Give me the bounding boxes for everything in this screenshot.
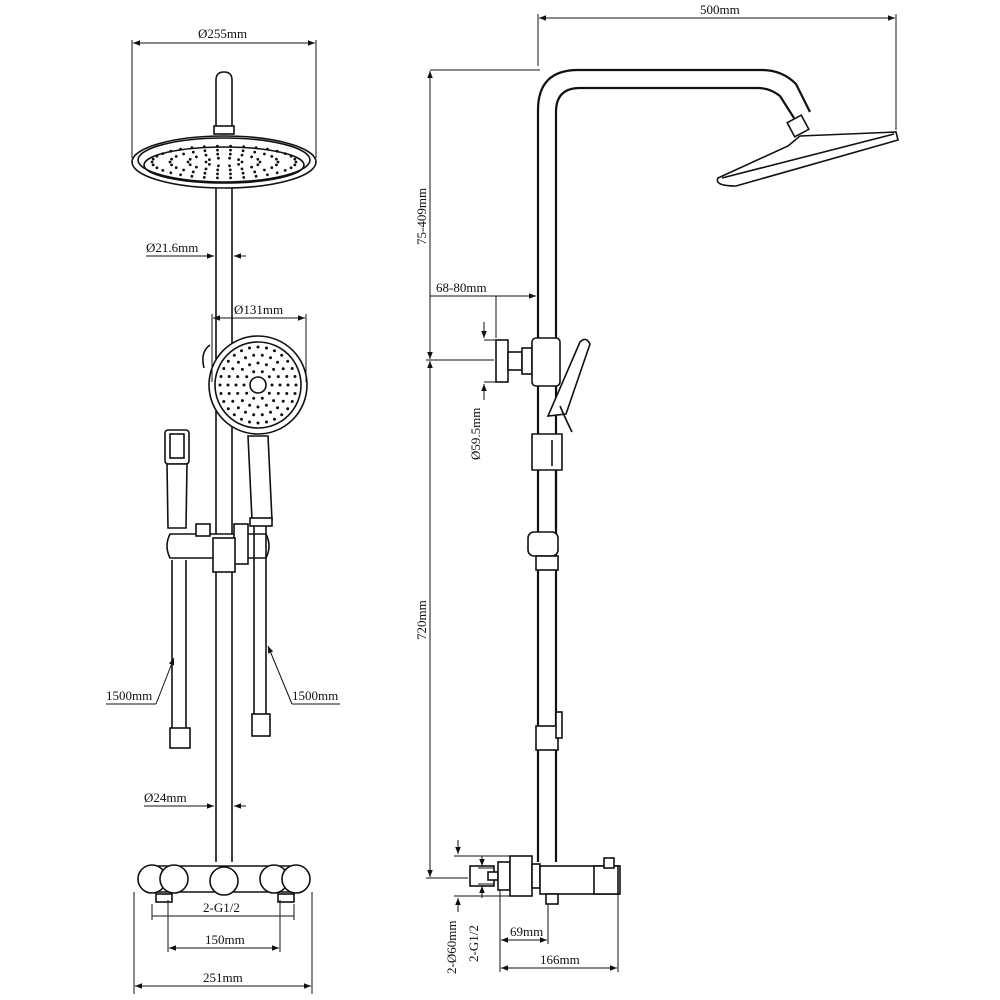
dim-arm-length: 500mm: [700, 2, 740, 17]
dim-pipe-diameter: Ø21.6mm: [146, 240, 198, 255]
dim-hand-shower-diameter: Ø131mm: [234, 302, 283, 317]
side-view: 500mm 75-409mm 68-80mm Ø59.5mm 720mm: [414, 2, 899, 974]
dim-lower-pipe-diameter: Ø24mm: [144, 790, 187, 805]
side-riser-and-arm: [536, 68, 811, 862]
rain-head-nozzles: [150, 144, 298, 180]
dim-hose-right: 1500mm: [292, 688, 338, 703]
hand-shower-nozzles: [218, 345, 298, 425]
front-riser-pipe: [215, 188, 233, 862]
side-rain-head: [716, 131, 899, 187]
front-top-pipe: [213, 71, 235, 135]
rain-shower-head: [131, 135, 317, 189]
front-hoses: [169, 526, 271, 749]
dim-bracket-diameter: Ø59.5mm: [468, 408, 483, 460]
front-thermostatic-valve: [137, 864, 311, 903]
dim-inlet-depth: 69mm: [510, 924, 543, 939]
dim-side-inlet-thread: 2-G1/2: [466, 925, 481, 962]
side-lower-clamp: [535, 711, 563, 751]
dim-height-adjust: 75-409mm: [414, 188, 429, 245]
dim-inlet-flange: 2-Ø60mm: [444, 921, 459, 974]
front-dimensions: Ø255mm Ø21.6mm Ø131mm 1500mm 1500mm Ø24m…: [106, 26, 340, 994]
side-dimensions: 500mm 75-409mm 68-80mm Ø59.5mm 720mm: [414, 2, 897, 974]
front-slide-bracket: [166, 523, 270, 573]
dim-riser-height: 720mm: [414, 600, 429, 640]
dim-head-diameter: Ø255mm: [198, 26, 247, 41]
dim-inlet-spacing: 150mm: [205, 932, 245, 947]
dim-hose-left: 1500mm: [106, 688, 152, 703]
dim-bracket-offset: 68-80mm: [436, 280, 487, 295]
dim-overall-width: 251mm: [203, 970, 243, 985]
bidet-sprayer: [164, 429, 190, 529]
dim-inlet-thread: 2-G1/2: [203, 900, 240, 915]
side-hand-shower: [531, 338, 591, 528]
side-valve: [469, 855, 621, 905]
dim-valve-depth: 166mm: [540, 952, 580, 967]
front-view: Ø255mm Ø21.6mm Ø131mm 1500mm 1500mm Ø24m…: [106, 26, 340, 994]
hand-shower: [202, 335, 308, 527]
side-slide-bracket: [527, 531, 559, 571]
side-wall-bracket: [495, 337, 561, 387]
